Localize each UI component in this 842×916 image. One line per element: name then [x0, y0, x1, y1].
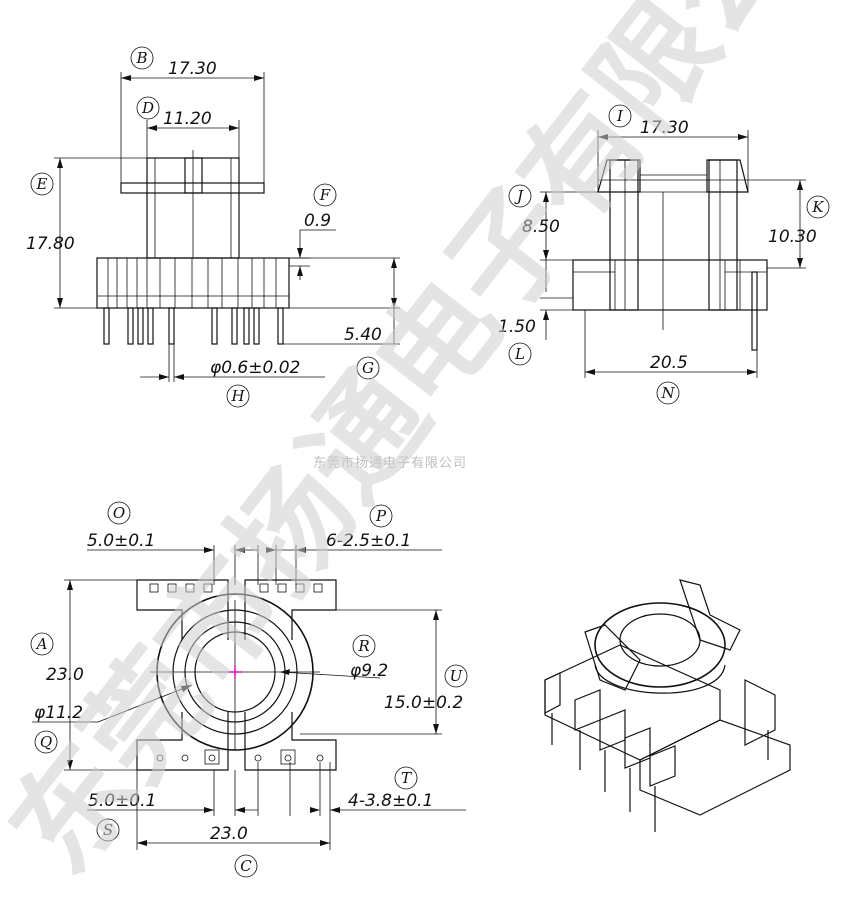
dim-R-value: φ9.2	[350, 661, 388, 681]
callout-letter-u: U	[450, 667, 464, 685]
dim-B-value: 17.30	[168, 59, 217, 79]
callout-letter-g: G	[362, 359, 374, 377]
callout-circle-c	[234, 854, 258, 878]
callout-circle-u	[444, 664, 468, 688]
callout-letter-b: B	[135, 49, 147, 67]
dim-N-value: 20.5	[650, 353, 688, 373]
callout-circle-l	[508, 342, 532, 366]
dim-P-value: 6-2.5±0.1	[326, 531, 411, 551]
callout-letter-i: I	[616, 107, 624, 125]
callout-circle-r	[352, 634, 376, 658]
iso-pins	[551, 713, 769, 832]
watermark-text: 东莞市扬通电子有限公司	[0, 0, 842, 897]
callout-circle-k	[806, 195, 830, 219]
callout-letter-e: E	[36, 175, 48, 193]
callout-letter-c: C	[240, 857, 252, 875]
callout-letter-q: Q	[40, 733, 52, 751]
callout-circle-f	[313, 183, 337, 207]
dim-K-value: 10.30	[768, 227, 817, 247]
callout-circle-n	[656, 381, 680, 405]
callout-circle-p	[369, 504, 393, 528]
callout-circle-h	[226, 384, 250, 408]
callout-circle-a	[30, 632, 54, 656]
dim-F-value: 0.9	[304, 211, 331, 231]
callout-circle-q	[34, 730, 58, 754]
callout-circle-j	[508, 184, 532, 208]
callout-letter-l: L	[514, 345, 525, 363]
callout-circle-g	[356, 356, 380, 380]
dim-S-value: 5.0±0.1	[88, 791, 156, 811]
base-ribs	[97, 258, 289, 308]
pins-left	[103, 307, 284, 345]
top-view: 5.0±0.1 6-2.5±0.1 23.0 15.0±0.2 φ9.2 φ11…	[32, 531, 466, 850]
callout-letter-t: T	[401, 769, 412, 787]
right-side-view: 17.30 8.50 10.30 1.50 20.5	[498, 118, 817, 378]
bottom-pin-holes	[156, 749, 324, 765]
left-side-view: 17.30 11.20 17.80 0.9 5.40	[26, 59, 400, 382]
dim-I-value: 17.30	[640, 118, 689, 138]
callout-letter-n: N	[660, 384, 675, 402]
isometric-view	[544, 579, 791, 832]
dim-U-value: 15.0±0.2	[384, 693, 463, 713]
dim-T-value: 4-3.8±0.1	[348, 791, 433, 811]
callout-letter-p: P	[375, 507, 387, 525]
dim-H-value: φ0.6±0.02	[210, 358, 300, 378]
letter-callouts: B D E F G H I J K L N O P A R U Q S T C	[30, 46, 830, 878]
callout-circle-d	[136, 96, 160, 120]
callout-letter-a: A	[35, 635, 48, 653]
callout-circle-e	[30, 172, 54, 196]
company-caption: 东莞市扬通电子有限公司	[313, 455, 467, 471]
dim-E-value: 17.80	[26, 234, 75, 254]
callout-circle-o	[107, 501, 131, 525]
dim-G-value: 5.40	[344, 325, 382, 345]
dim-A-value: 23.0	[46, 665, 84, 685]
dim-C-value: 23.0	[210, 824, 248, 844]
top-pin-slots	[149, 583, 323, 593]
callout-circle-b	[130, 46, 154, 70]
callout-letter-o: O	[113, 504, 125, 522]
callout-letter-f: F	[319, 186, 331, 204]
dim-L-value: 1.50	[498, 317, 536, 337]
dim-Q-value: φ11.2	[34, 703, 83, 723]
callout-letter-s: S	[103, 821, 113, 839]
callout-letter-d: D	[141, 99, 154, 117]
callout-letter-r: R	[357, 637, 369, 655]
callout-letter-k: K	[811, 198, 824, 216]
dim-O-value: 5.0±0.1	[87, 531, 155, 551]
callout-letter-h: H	[230, 387, 245, 405]
callout-circle-t	[394, 766, 418, 790]
callout-circle-s	[96, 818, 120, 842]
callout-letter-j: J	[514, 187, 524, 205]
dim-D-value: 11.20	[163, 109, 212, 129]
dim-J-value: 8.50	[522, 217, 560, 237]
callout-circle-i	[608, 104, 632, 128]
